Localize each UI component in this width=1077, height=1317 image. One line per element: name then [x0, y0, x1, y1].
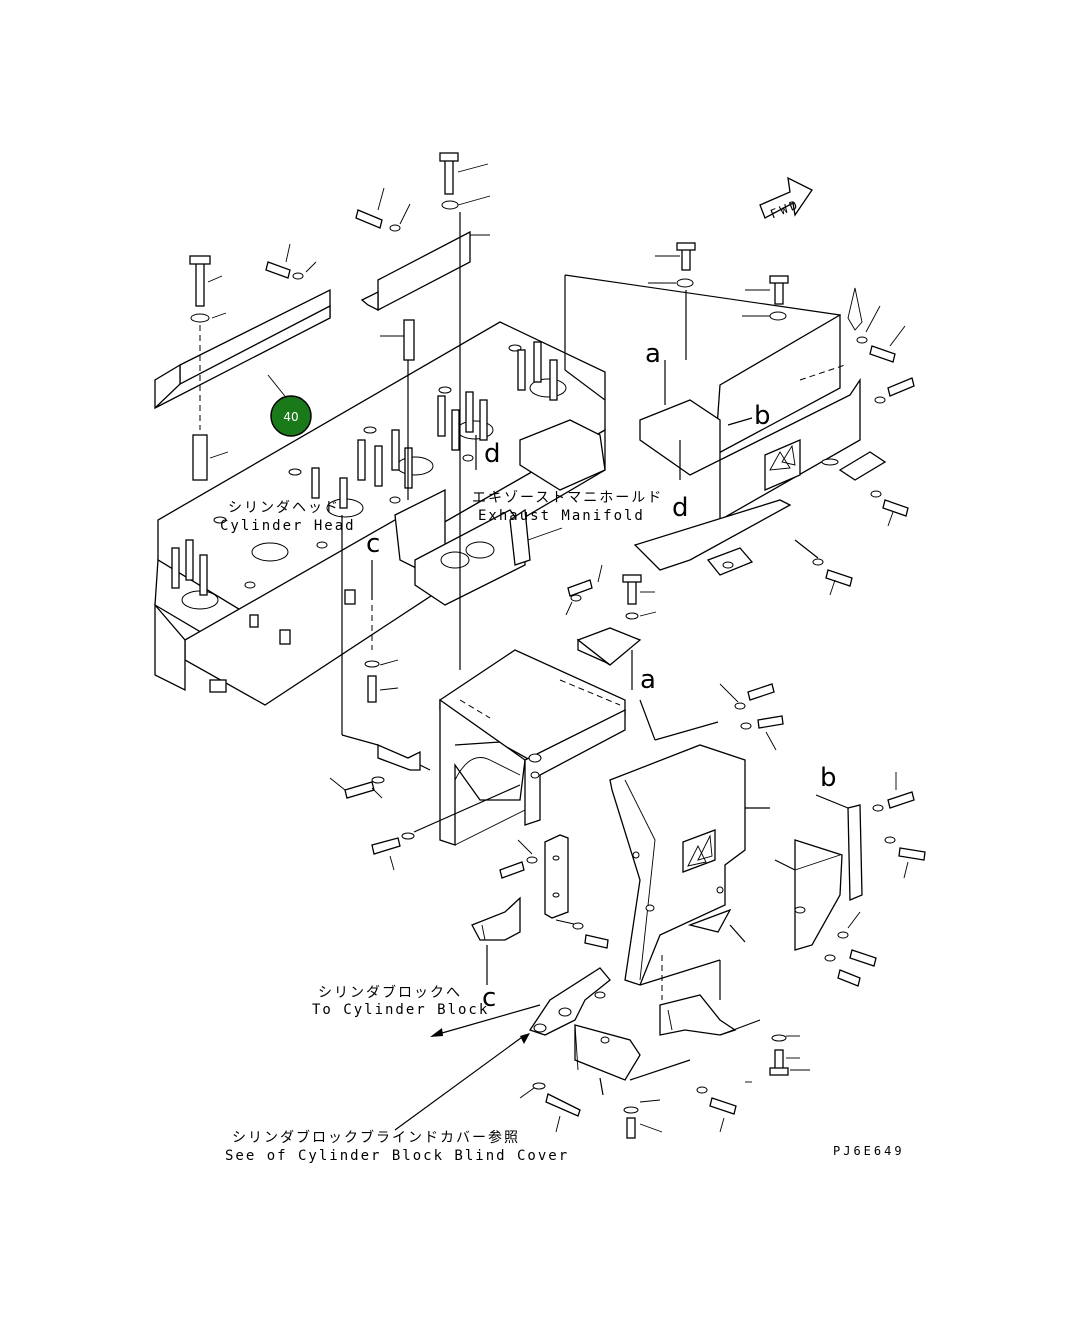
center-lower-brackets: c: [471, 834, 609, 1013]
ref-letter-a-upper: a: [645, 339, 661, 369]
bolt-group-bottom: [519, 1034, 810, 1139]
left-lower-bracket: [329, 515, 521, 871]
top-center-bracket: [360, 152, 491, 670]
ref-letter-b-lower: b: [820, 763, 837, 793]
blind-cover-label-jp: シリンダブロックブラインドカバー参照: [232, 1129, 520, 1146]
exhaust-manifold-label: エキゾーストマニホールド Exhaust Manifold: [472, 490, 663, 524]
ref-letter-d-right: d: [672, 493, 689, 523]
to-cylinder-block-label: シリンダブロックへ To Cylinder Block: [312, 984, 541, 1037]
top-left-bracket: [154, 255, 331, 481]
bolt-group-top-left: [265, 187, 411, 280]
right-upper-cover: [564, 274, 887, 576]
exhaust-manifold-label-jp: エキゾーストマニホールド: [472, 490, 663, 506]
exhaust-manifold: [394, 419, 606, 606]
to-cylinder-block-label-en: To Cylinder Block: [312, 1002, 489, 1018]
ref-letter-c-lower: c: [482, 983, 496, 1013]
ref-letter-c-upper: c: [366, 529, 380, 559]
bolt-group-right-upper: [648, 242, 915, 596]
cylinder-head-label: シリンダヘッド Cylinder Head: [220, 500, 356, 534]
ref-letter-a-lower: a: [640, 665, 656, 695]
bolt-group-main-plate: [719, 683, 784, 751]
reference-letters-upper: d c: [364, 435, 501, 703]
cylinder-head-label-jp: シリンダヘッド: [228, 500, 340, 516]
part-callout-40[interactable]: 40: [270, 395, 312, 437]
main-side-plate: [609, 699, 770, 986]
center-upper-cover: [409, 649, 626, 846]
blind-cover-label: シリンダブロックブラインドカバー参照 See of Cylinder Block…: [225, 1033, 569, 1164]
ref-letter-d-upper: d: [484, 439, 501, 469]
to-cylinder-block-label-jp: シリンダブロックへ: [318, 984, 462, 1001]
fwd-arrow-icon: FWD: [759, 176, 813, 221]
ref-letter-b-upper: b: [754, 401, 771, 431]
reference-letters-right-upper: a b d: [645, 339, 771, 523]
cylinder-head-label-en: Cylinder Head: [220, 518, 356, 534]
bracket-a: a: [565, 564, 657, 695]
right-lower-bracket-b: b: [774, 763, 926, 987]
lower-mounting-brackets: [528, 955, 761, 1081]
blind-cover-label-en: See of Cylinder Block Blind Cover: [225, 1148, 569, 1164]
drawing-code: PJ6E649: [833, 1144, 905, 1158]
exhaust-manifold-label-en: Exhaust Manifold: [478, 508, 645, 524]
callout-number: 40: [283, 410, 298, 424]
